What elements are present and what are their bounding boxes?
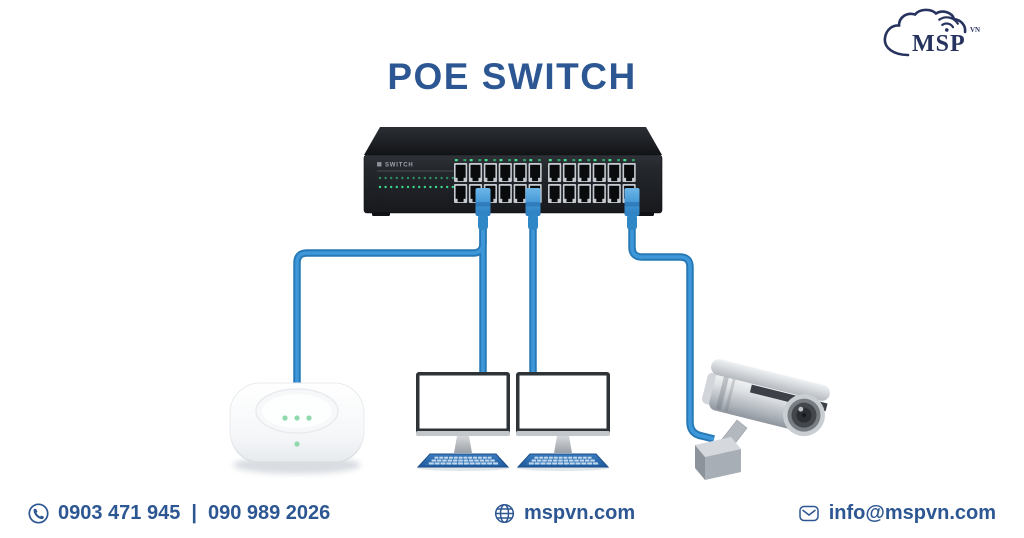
wifi-icon [938, 16, 959, 32]
monitor-stand [454, 436, 472, 453]
monitor-chin [416, 431, 510, 436]
cable-to-access-point [293, 222, 487, 388]
wireless-access-point [229, 382, 365, 474]
logo-superscript: VN [970, 26, 980, 34]
website-label: mspvn.com [524, 502, 636, 524]
brand-logo: MSP VN [883, 8, 980, 57]
logo-brand-text: MSP [912, 31, 966, 57]
switch-foot [636, 212, 654, 216]
switch-brand-mark [377, 162, 382, 167]
camera-lens [782, 394, 825, 437]
camera-hood [711, 359, 830, 401]
phone-icon [28, 503, 49, 524]
monitor-stand [554, 436, 572, 453]
page-title: POE SWITCH [387, 56, 637, 97]
camera-body-ridge [715, 373, 730, 410]
monitor-chin [516, 431, 610, 436]
desktop-computer-2 [516, 372, 610, 471]
footer-phone: 0903 471 945 | 090 989 2026 [28, 502, 330, 525]
camera-mount-side [695, 445, 705, 480]
cctv-camera [695, 359, 830, 480]
monitor-screen [419, 375, 507, 429]
monitor-screen [519, 375, 607, 429]
ap-top-inner [262, 394, 332, 428]
switch-status-leds [378, 176, 454, 189]
email-icon [798, 505, 819, 522]
camera-mount-top [695, 437, 741, 457]
camera-mount-front [705, 449, 741, 480]
keyboard-keys [528, 456, 598, 465]
ap-status-leds [282, 415, 312, 447]
switch-top-face [364, 127, 662, 155]
camera-body-group [701, 359, 830, 437]
switch-brand-label: SWITCH [385, 163, 413, 169]
keyboard-keys [428, 456, 498, 465]
footer-email: info@mspvn.com [798, 502, 996, 525]
phone-number-2: 090 989 2026 [207, 502, 331, 524]
phone-separator: | [191, 502, 197, 524]
poe-switch: SWITCH [363, 127, 663, 216]
desktop-computer-1 [416, 372, 510, 471]
footer-website: mspvn.com [494, 502, 635, 525]
camera-body-ridge [724, 375, 737, 412]
email-label: info@mspvn.com [828, 502, 996, 524]
globe-icon [494, 503, 515, 524]
phone-number-1: 0903 471 945 [58, 502, 181, 524]
switch-port-banks [454, 159, 636, 203]
switch-foot [372, 212, 390, 216]
